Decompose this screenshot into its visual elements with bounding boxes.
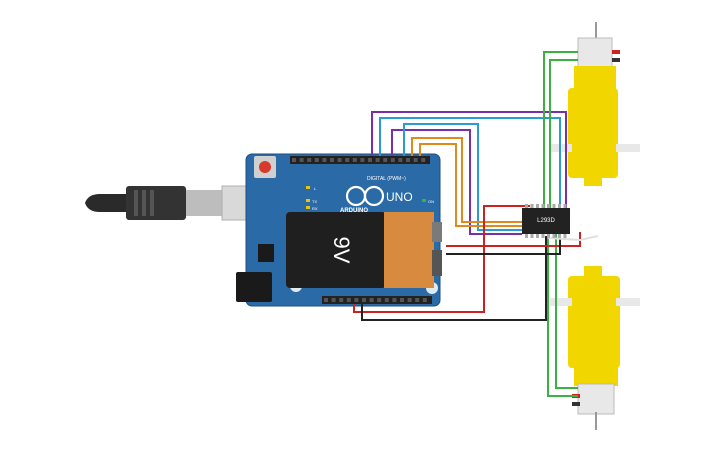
chip-pin <box>563 234 567 238</box>
chip-pin <box>536 204 539 208</box>
header-pin <box>375 158 380 162</box>
wire-orange-2 <box>419 143 522 227</box>
header-pin <box>398 158 403 162</box>
chip-pin <box>541 204 545 208</box>
l-label: L <box>314 186 317 191</box>
header-pin <box>413 158 418 162</box>
header-pin <box>345 158 350 162</box>
header-pin <box>337 158 342 162</box>
header-pin <box>360 158 365 162</box>
tx-label: TX <box>312 199 317 204</box>
header-pin <box>339 298 344 302</box>
header-pin <box>354 298 359 302</box>
header-pin <box>377 298 382 302</box>
wire-green-top <box>543 51 578 212</box>
dc-jack <box>236 272 272 302</box>
chip-pin <box>552 204 556 208</box>
chip-pin <box>558 234 561 238</box>
chip-pin <box>558 204 561 208</box>
wire-purple-2 <box>391 129 522 235</box>
on-label: ON <box>428 199 434 204</box>
wire-blue-2 <box>403 123 522 231</box>
header-pin <box>400 298 404 302</box>
header-pin <box>331 298 336 302</box>
wire-battery-red <box>446 232 581 247</box>
chip-pin <box>541 234 545 238</box>
header-pin <box>362 298 366 302</box>
header-pin <box>368 158 372 162</box>
chip-pin <box>536 234 539 238</box>
chip-pin <box>525 204 528 208</box>
header-pin <box>352 158 357 162</box>
chip-pin <box>547 234 550 238</box>
header-pin <box>324 298 328 302</box>
wire-battery-black <box>446 236 561 255</box>
motor-top <box>550 22 640 186</box>
header-pin <box>415 298 420 302</box>
header-pin <box>392 298 397 302</box>
wire-black <box>361 236 547 321</box>
chip-label: L293D <box>537 218 555 224</box>
header-pin <box>330 158 334 162</box>
rx-label: RX <box>312 206 318 211</box>
digital-label: DIGITAL (PWM~) <box>367 176 406 182</box>
chip-pin <box>530 204 534 208</box>
wire-green-bottom-2 <box>555 232 578 389</box>
chip-pin <box>552 234 556 238</box>
header-pin <box>322 158 327 162</box>
voltage-regulator <box>258 244 274 262</box>
power-analog-header <box>322 296 432 304</box>
battery-9v: 9V <box>286 212 442 288</box>
header-pin <box>346 298 351 302</box>
header-pin <box>422 298 427 302</box>
header-pin <box>384 298 389 302</box>
header-pin <box>390 158 395 162</box>
chip-pin <box>525 234 528 238</box>
wire-red <box>353 205 530 313</box>
header-pin <box>383 158 388 162</box>
arduino-brand: ARDUINO <box>340 208 368 214</box>
uno-label: UNO <box>386 190 413 204</box>
wire-green-bottom <box>547 232 578 397</box>
header-pin <box>369 298 374 302</box>
header-pin <box>292 158 296 162</box>
chip-pin <box>547 204 550 208</box>
wire-white <box>547 235 599 242</box>
digital-header <box>290 156 430 164</box>
wire-green-top-2 <box>549 59 578 212</box>
motor-bottom <box>550 266 640 430</box>
chip-pin <box>563 204 567 208</box>
header-pin <box>406 158 410 162</box>
chip-pin <box>530 234 534 238</box>
l293d-chip: L293D <box>522 204 570 238</box>
header-pin <box>407 298 412 302</box>
header-pin <box>307 158 312 162</box>
header-pin <box>314 158 319 162</box>
header-pin <box>421 158 426 162</box>
battery-label: 9V <box>329 237 354 264</box>
wire-orange <box>411 137 522 223</box>
header-pin <box>299 158 304 162</box>
